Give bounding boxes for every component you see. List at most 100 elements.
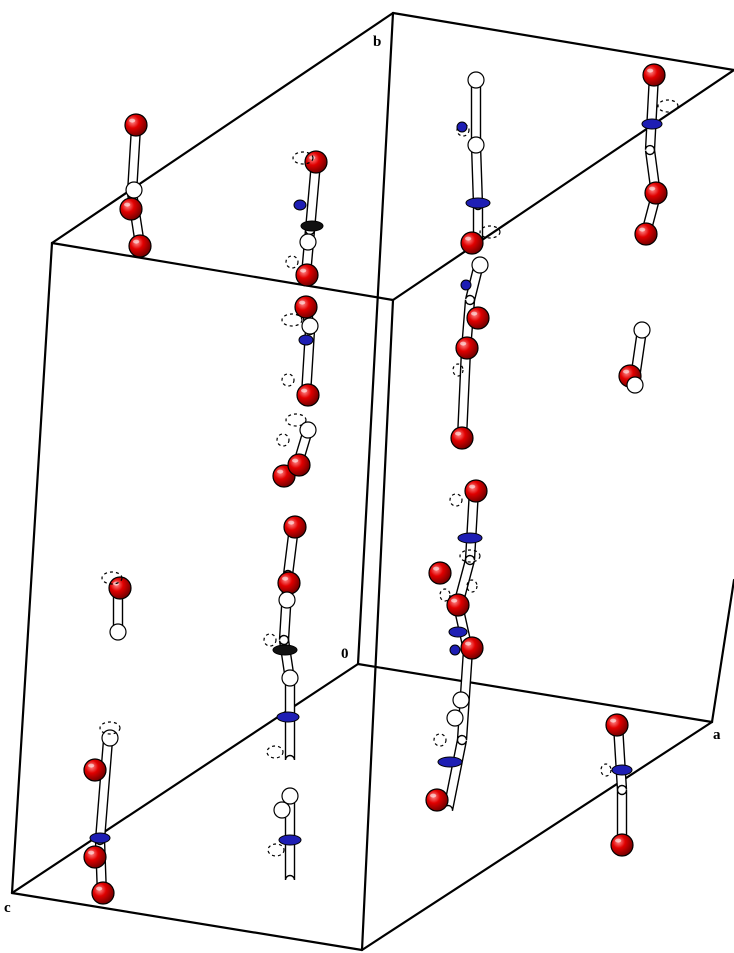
- oxygen-atom: [425, 788, 449, 812]
- atom-highlight: [301, 388, 308, 393]
- nitrogen-atom: [437, 756, 463, 768]
- ghost-atom: [263, 633, 277, 647]
- atom-highlight: [647, 68, 654, 73]
- oxygen-atom: [283, 515, 307, 539]
- ghost-atom: [456, 123, 470, 137]
- ghost-atom: [479, 225, 501, 239]
- nitrogen-atom: [293, 199, 307, 211]
- hydrogen-atom: [467, 136, 485, 154]
- nitrogen-atom: [641, 118, 663, 130]
- atom-highlight: [133, 239, 140, 244]
- hydrogen-atom: [278, 591, 296, 609]
- ghost-atom: [433, 733, 447, 747]
- oxygen-atom: [466, 306, 490, 330]
- oxygen-atom: [634, 222, 658, 246]
- atom-highlight: [129, 118, 136, 123]
- ghost-atom: [276, 433, 290, 447]
- hydrogen-atom: [471, 256, 489, 274]
- hydrogen-atom: [467, 71, 485, 89]
- hydrogen-atom: [299, 233, 317, 251]
- hydrogen-atom: [301, 317, 319, 335]
- hydrogen-atom: [626, 376, 644, 394]
- nitrogen-atom: [89, 832, 111, 844]
- ghost-atom: [281, 313, 303, 327]
- oxygen-atom: [644, 181, 668, 205]
- atom-highlight: [96, 886, 103, 891]
- atom-highlight: [288, 520, 295, 525]
- atom-highlight: [455, 431, 462, 436]
- atom-highlight: [282, 576, 289, 581]
- oxygen-atom: [83, 758, 107, 782]
- ghost-atom: [657, 99, 679, 113]
- axis-label-a: a: [713, 727, 721, 743]
- hydrogen-atom: [452, 691, 470, 709]
- hydrogen-atom: [633, 321, 651, 339]
- atom-highlight: [623, 369, 630, 374]
- carbon-atom: [272, 644, 298, 656]
- ghost-atom: [439, 588, 451, 602]
- atom-highlight: [465, 236, 472, 241]
- oxygen-atom: [296, 383, 320, 407]
- atom-highlight: [309, 155, 316, 160]
- nitrogen-atom: [460, 279, 472, 291]
- ghost-atom: [267, 843, 285, 857]
- unit-cell: [10, 11, 734, 952]
- oxygen-atom: [295, 263, 319, 287]
- nitrogen-atom: [276, 711, 300, 723]
- carbon-atom: [300, 220, 324, 232]
- hydrogen-atom: [446, 709, 464, 727]
- nitrogen-atom: [278, 834, 302, 846]
- atom-highlight: [639, 227, 646, 232]
- nitrogen-atom: [449, 644, 461, 656]
- oxygen-atom: [460, 636, 484, 660]
- ghost-atom: [449, 493, 463, 507]
- oxygen-atom: [455, 336, 479, 360]
- hydrogen-atom: [273, 801, 291, 819]
- oxygen-atom: [287, 453, 311, 477]
- atom-highlight: [610, 718, 617, 723]
- oxygen-atom: [610, 833, 634, 857]
- atom-highlight: [88, 850, 95, 855]
- atom-highlight: [433, 566, 440, 571]
- oxygen-atom: [464, 479, 488, 503]
- atom-highlight: [300, 268, 307, 273]
- axis-label-c: c: [4, 900, 11, 916]
- axis-label-b: b: [373, 34, 381, 50]
- hydrogen-atom: [281, 669, 299, 687]
- oxygen-atom: [108, 576, 132, 600]
- nitrogen-atom: [456, 121, 468, 133]
- nitrogen-atom: [448, 626, 468, 638]
- oxygen-atom: [446, 593, 470, 617]
- oxygen-atom: [119, 197, 143, 221]
- ghost-atom: [292, 151, 314, 165]
- hydrogen-atom: [109, 623, 127, 641]
- atom-highlight: [649, 186, 656, 191]
- oxygen-atom: [83, 845, 107, 869]
- oxygen-atom: [460, 231, 484, 255]
- bond: [470, 144, 484, 206]
- atom-highlight: [124, 202, 131, 207]
- atom-highlight: [277, 469, 284, 474]
- oxygen-atom: [450, 426, 474, 450]
- oxygen-atom: [91, 881, 115, 905]
- ghost-atom: [281, 373, 295, 387]
- axis-label-origin: 0: [341, 646, 349, 662]
- atom-highlight: [430, 793, 437, 798]
- nitrogen-atom: [298, 334, 314, 346]
- atom-highlight: [471, 311, 478, 316]
- atom-highlight: [88, 763, 95, 768]
- atom-highlight: [615, 838, 622, 843]
- ghost-atom: [452, 363, 464, 377]
- oxygen-atom: [277, 571, 301, 595]
- ghost-atom: [99, 721, 121, 735]
- atom-highlight: [299, 300, 306, 305]
- atom-highlight: [292, 458, 299, 463]
- molecule-layer: [83, 63, 679, 905]
- nitrogen-atom: [465, 197, 491, 209]
- ghost-atom: [101, 571, 123, 585]
- oxygen-atom: [428, 561, 452, 585]
- ghost-atom: [285, 413, 307, 427]
- ghost-atom: [266, 745, 284, 759]
- hydrogen-atom: [125, 181, 143, 199]
